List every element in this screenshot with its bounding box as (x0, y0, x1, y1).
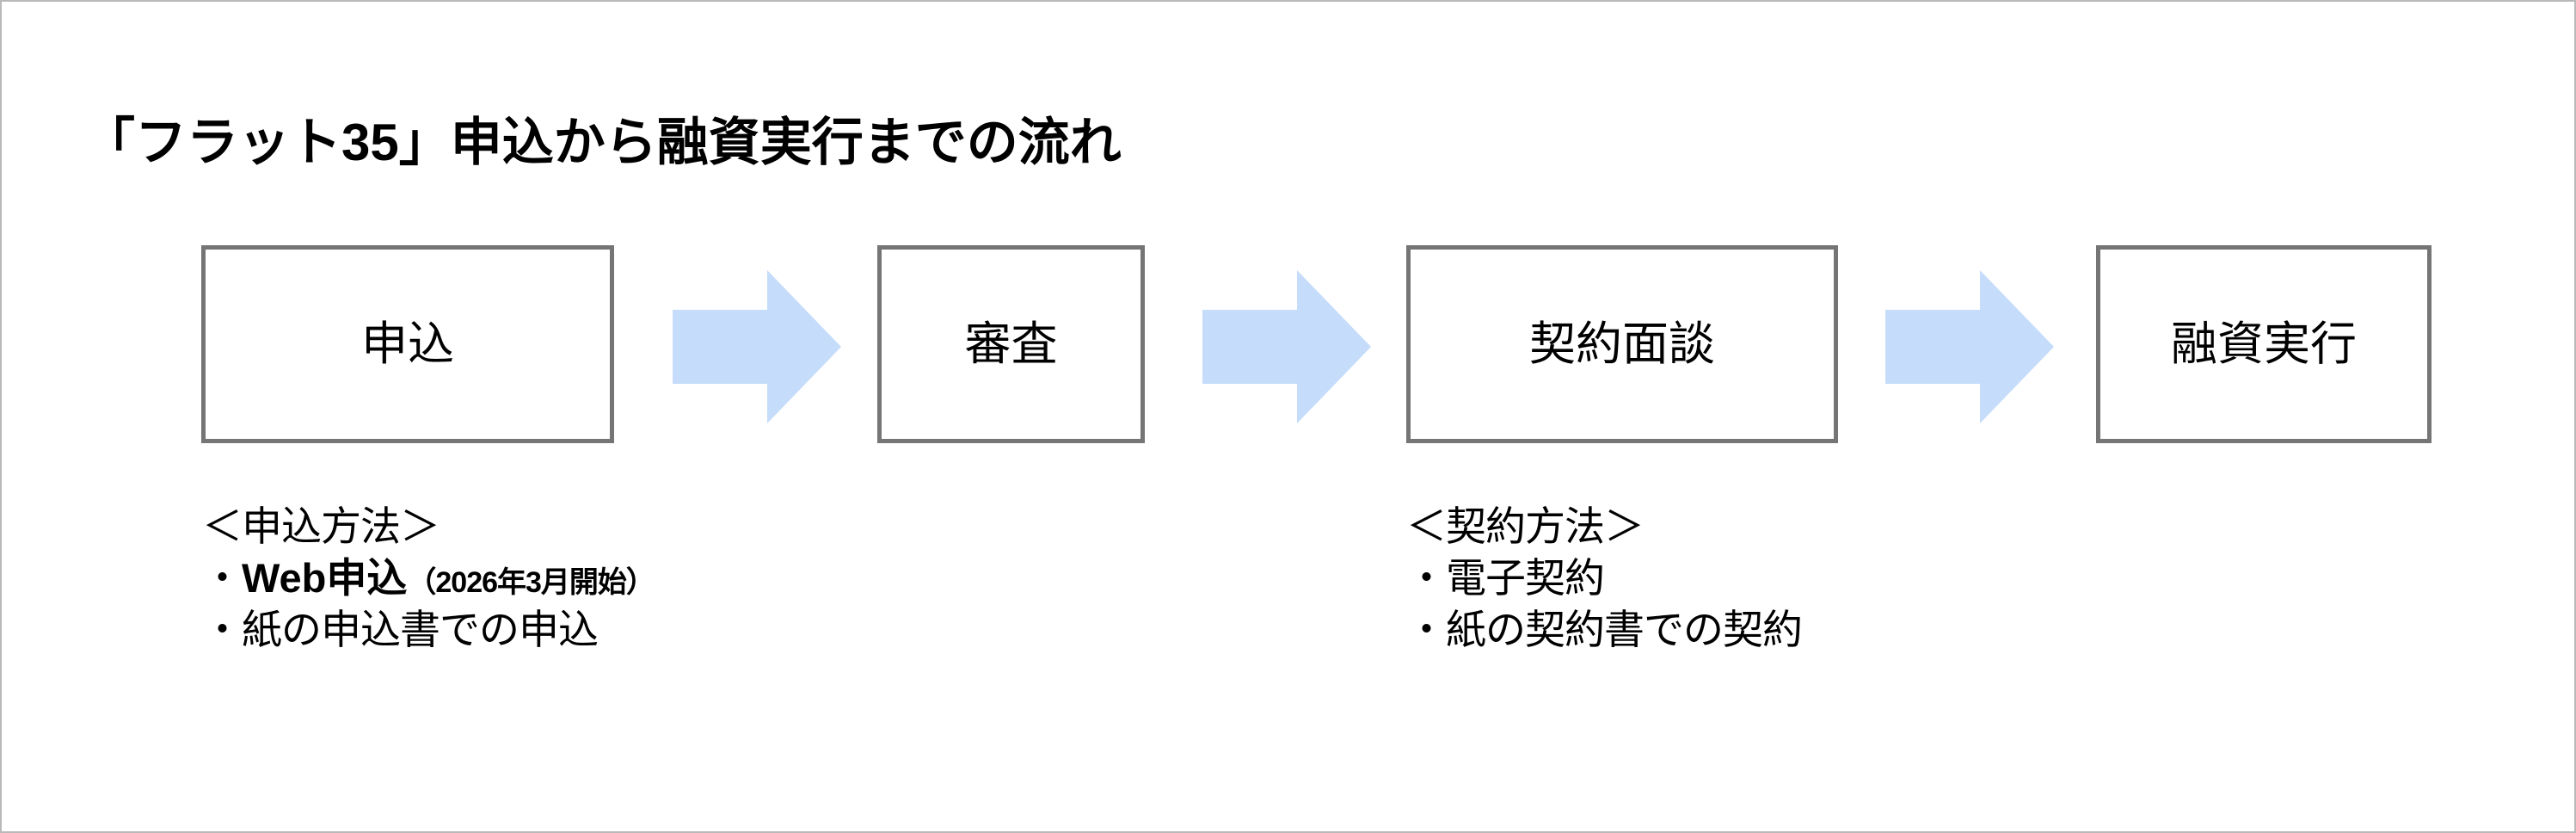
note-list-item: ・電子契約 (1406, 552, 1802, 604)
note-heading: ＜申込方法＞ (202, 503, 440, 549)
bullet-icon: ・ (1406, 607, 1447, 653)
bullet-icon: ・ (1406, 555, 1447, 602)
right-arrow-shape (1885, 270, 2054, 423)
page-title: 「フラット35」申込から融資実行までの流れ (83, 114, 1122, 171)
note-item-text: 電子契約 (1446, 555, 1605, 602)
note-list-item: ・紙の契約書での契約 (1406, 604, 1803, 656)
note-block-application-methods: ＜申込方法＞ ・Web申込（2026年3月開始） ・紙の申込書での申込 (202, 501, 655, 656)
process-box-label: 申込 (361, 318, 454, 370)
process-box-loan-execution: 融資実行 (2096, 245, 2432, 443)
note-item-suffix: （2026年3月開始） (407, 566, 655, 600)
process-box-label: 融資実行 (2171, 318, 2357, 370)
process-box-contract-interview: 契約面談 (1406, 245, 1838, 443)
note-item-text: 紙の申込書での申込 (242, 607, 599, 653)
note-list-item: ・紙の申込書での申込 (202, 604, 655, 656)
process-box-screening: 審査 (877, 245, 1145, 443)
note-item-text: 紙の契約書での契約 (1446, 607, 1803, 653)
bullet-icon: ・ (202, 555, 243, 602)
note-list-item: ・Web申込（2026年3月開始） (202, 552, 655, 604)
right-arrow-icon (1885, 270, 2054, 423)
note-item-text: Web申込 (242, 555, 408, 602)
right-arrow-shape (1202, 270, 1371, 423)
process-box-label: 審査 (964, 318, 1058, 370)
note-block-contract-methods: ＜契約方法＞ ・電子契約 ・紙の契約書での契約 (1406, 501, 1803, 656)
right-arrow-shape (673, 270, 841, 423)
right-arrow-icon (673, 270, 841, 423)
right-arrow-icon (1202, 270, 1371, 423)
process-box-application: 申込 (201, 245, 614, 443)
process-box-label: 契約面談 (1529, 318, 1715, 370)
note-heading: ＜契約方法＞ (1406, 503, 1645, 549)
bullet-icon: ・ (202, 607, 243, 653)
